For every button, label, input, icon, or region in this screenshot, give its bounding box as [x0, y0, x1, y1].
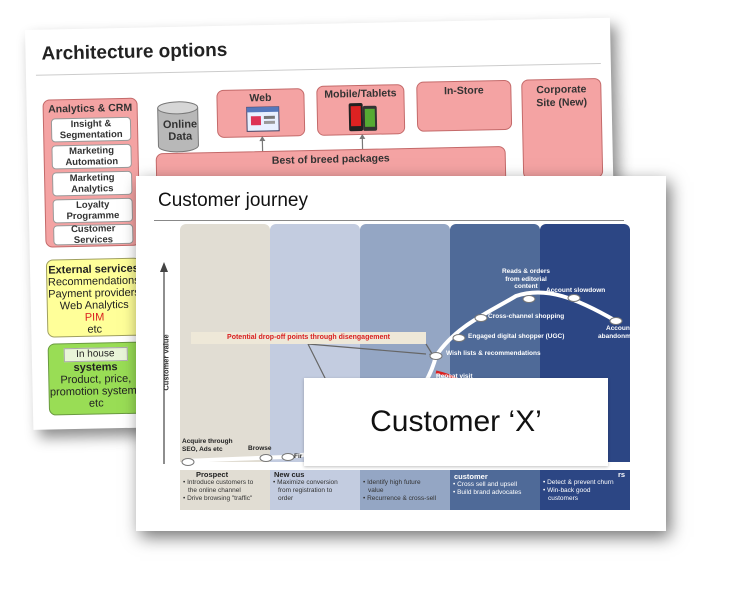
channel-web-label: Web [249, 91, 272, 105]
milestone-first [281, 453, 295, 461]
y-axis-label: Customer value [161, 334, 171, 391]
stage-desc-prospect [180, 470, 270, 510]
label-slowdown: Account slowdown [546, 287, 606, 294]
analytics-item-services: Customer Services [53, 223, 134, 246]
milestone-slowdown [567, 294, 581, 302]
label-repeat-visit: Repeat visit [436, 373, 473, 380]
stage-desc-text-3: • Identify high future value • Recurrenc… [363, 479, 437, 502]
label-cross-channel: Cross-channel shopping [488, 313, 565, 320]
best-of-breed-label: Best of breed packages [271, 152, 390, 167]
analytics-crm-header: Analytics & CRM [48, 101, 133, 116]
milestone-wishlists [429, 352, 443, 360]
mobile-tablet-icon [348, 101, 379, 134]
channel-instore: In-Store [416, 79, 513, 132]
stage-desc-text-5: • Detect & prevent churn • Win-back good… [543, 479, 614, 502]
stage-desc-5 [540, 470, 630, 510]
external-services-box: External services Recommendations Paymen… [45, 257, 143, 338]
analytics-crm-group: Analytics & CRM Insight & Segmentation M… [42, 97, 141, 248]
milestone-browse [259, 454, 273, 462]
label-engaged: Engaged digital shopper (UGC) [468, 333, 565, 340]
inhouse-label: In house [63, 346, 128, 363]
analytics-item-insight: Insight & Segmentation [50, 116, 132, 143]
stage-desc-4 [450, 470, 540, 510]
stage-desc-text-new-customer: • Maximize conversion from registration … [273, 479, 338, 502]
inhouse-systems-box: In house systems Product, price, promoti… [47, 341, 145, 416]
stage-desc-text-4: • Cross sell and upsell • Build brand ad… [453, 481, 522, 496]
label-first: Fir [294, 453, 303, 460]
channel-mobile-label: Mobile/Tablets [324, 87, 397, 101]
label-abandonment: Account abandonment [598, 325, 641, 340]
stage-name-prospect: Prospect [196, 470, 229, 479]
channel-mobile: Mobile/Tablets [316, 84, 406, 136]
stage-desc-new-customer [270, 470, 360, 510]
label-browse: Browse [248, 445, 272, 452]
external-item-analytics: Web Analytics [59, 298, 129, 313]
analytics-item-automation: Marketing Automation [51, 143, 132, 170]
label-reads-orders: Reads & orders from editorial content [501, 268, 551, 290]
stage-desc-3 [360, 470, 450, 510]
external-item-etc: etc [87, 323, 103, 336]
stage-name-5: rs [618, 470, 626, 479]
analytics-item-loyalty: Loyalty Programme [52, 197, 134, 224]
drop-off-arrow-2 [307, 343, 427, 355]
corporate-site-label: Corporate Site (New) [536, 83, 588, 110]
milestone-cross-channel [474, 314, 488, 322]
label-wishlists: Wish lists & recommendations [446, 350, 541, 357]
stage-desc-text-prospect: • Introduce customers to the online chan… [183, 479, 254, 502]
milestone-acquire [181, 458, 195, 466]
stage-name-4: customer [454, 472, 488, 481]
customer-journey-title: Customer journey [158, 190, 308, 211]
database-icon [157, 100, 200, 153]
channel-instore-label: In-Store [443, 84, 484, 98]
channel-web: Web [216, 88, 306, 138]
y-axis-arrow [160, 262, 168, 272]
title-divider [35, 62, 601, 76]
journey-curve-graphic [160, 262, 623, 466]
milestone-abandonment [609, 317, 623, 325]
web-browser-icon [246, 106, 281, 133]
title-divider [154, 220, 624, 221]
corporate-site-box: Corporate Site (New) [521, 77, 604, 180]
customer-x-overlay: Customer ‘X’ [304, 378, 608, 466]
milestone-engaged [452, 334, 466, 342]
architecture-title: Architecture options [41, 39, 228, 65]
stage-name-new-customer: New cus [274, 470, 305, 479]
inhouse-item-3: etc [88, 397, 104, 410]
architecture-slide: Architecture options Analytics & CRM Ins… [25, 17, 619, 430]
customer-journey-slide: Customer journey Prospect • Introduce cu… [136, 176, 666, 531]
milestone-reads-orders [522, 295, 536, 303]
online-data-label: Online Data [162, 118, 198, 144]
label-acquire: Acquire through SEO, Ads etc [182, 438, 233, 453]
analytics-item-analytics: Marketing Analytics [51, 170, 133, 197]
inhouse-item-2: promotion systems [49, 384, 143, 399]
drop-off-label: Potential drop-off points through diseng… [191, 332, 426, 344]
